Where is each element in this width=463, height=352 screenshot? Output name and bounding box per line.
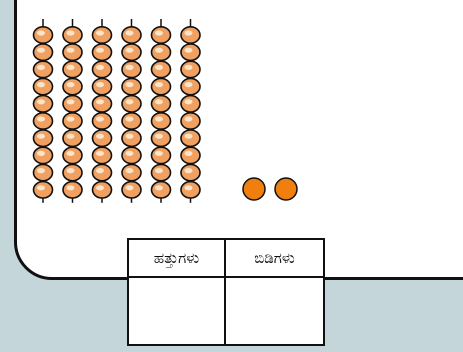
loose-beads: [243, 178, 297, 200]
ones-answer-cell[interactable]: [225, 277, 324, 345]
loose-bead: [275, 178, 297, 200]
place-value-table: ಹತ್ತುಗಳು ಬಿಡಿಗಳು: [127, 238, 325, 346]
table-answer-row: [128, 277, 324, 345]
ten-rod: [152, 19, 171, 203]
ten-rods: [34, 19, 201, 203]
tens-header: ಹತ್ತುಗಳು: [128, 239, 225, 277]
ten-rod: [93, 19, 112, 203]
ten-rod: [122, 19, 141, 203]
ten-rod: [34, 19, 53, 203]
tens-answer-cell[interactable]: [128, 277, 225, 345]
ones-header: ಬಿಡಿಗಳು: [225, 239, 324, 277]
table-header-row: ಹತ್ತುಗಳು ಬಿಡಿಗಳು: [128, 239, 324, 277]
loose-bead: [243, 178, 265, 200]
ten-rod: [181, 19, 200, 203]
ten-rod: [63, 19, 82, 203]
